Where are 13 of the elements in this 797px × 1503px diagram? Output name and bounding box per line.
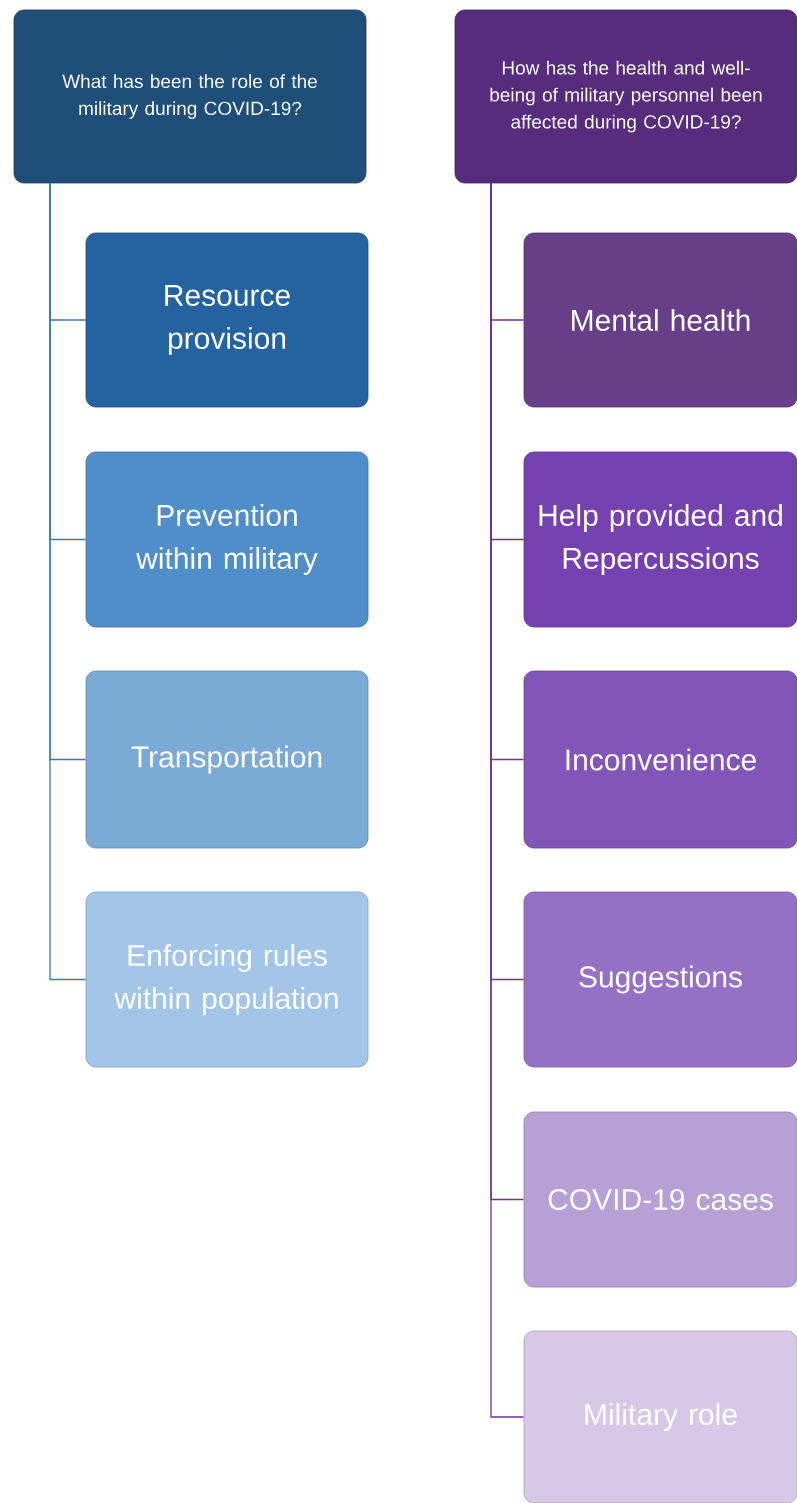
topic-box: COVID-19 cases	[523, 1111, 797, 1288]
topic-box: Enforcing rules within population	[85, 891, 369, 1068]
question-box: How has the health and well-being of military personnel been affected during COVID-19?	[454, 9, 797, 184]
topic-box: Suggestions	[523, 891, 797, 1068]
topic-box: Help provided and Repercussions	[523, 451, 797, 628]
topic-box: Prevention within military	[85, 451, 369, 628]
topic-box: Mental health	[523, 232, 797, 408]
connector-line	[490, 182, 525, 1418]
topic-box: Inconvenience	[523, 670, 797, 849]
question-box: What has been the role of the military during COVID-19?	[13, 9, 367, 184]
topic-box: Transportation	[85, 670, 369, 849]
topic-box: Resource provision	[85, 232, 369, 408]
connector-line	[49, 182, 87, 981]
